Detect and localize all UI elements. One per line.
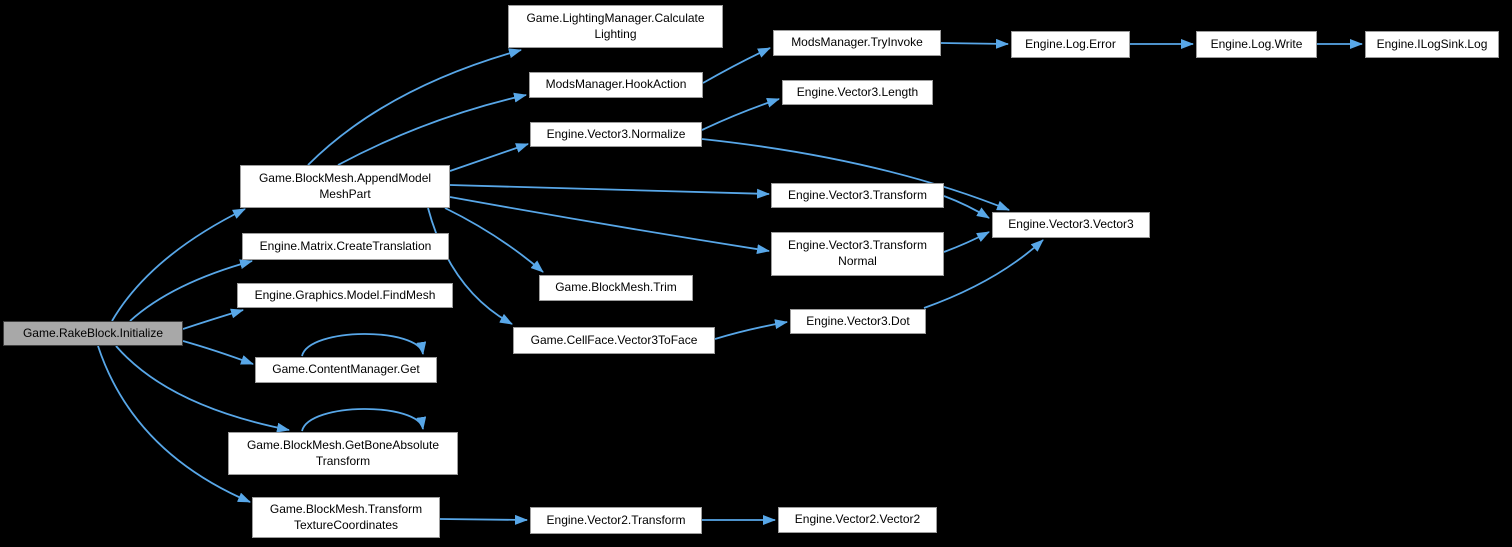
node-label-line: Engine.Log.Write: [1210, 36, 1303, 51]
node-label-line: Game.BlockMesh.AppendModel: [258, 170, 432, 185]
graph-node-try-invoke[interactable]: ModsManager.TryInvoke: [773, 30, 941, 56]
edge-rake-block-initialize-to-transform-texture-coordinates: [97, 345, 251, 503]
node-label-line: Engine.Vector3.Length: [796, 84, 919, 99]
node-label-line: Engine.Vector3.Normalize: [546, 126, 686, 141]
edge-vector3-normalize-to-vector3-length: [701, 98, 780, 131]
node-label-line: Engine.Vector3.Transform: [788, 238, 927, 253]
graph-node-ilogsink-log[interactable]: Engine.ILogSink.Log: [1365, 31, 1499, 58]
graph-node-vector3-length[interactable]: Engine.Vector3.Length: [782, 80, 933, 105]
node-label-line: Engine.ILogSink.Log: [1376, 36, 1488, 51]
edge-hook-action-to-try-invoke: [702, 47, 771, 84]
edge-append-model-mesh-part-to-vector3-transform: [449, 184, 770, 199]
edge-transform-texture-coordinates-to-vector2-transform: [439, 514, 528, 525]
graph-node-vector3-to-face[interactable]: Game.CellFace.Vector3ToFace: [513, 327, 715, 354]
edge-vector3-transform-to-vector3-vector3: [943, 195, 990, 219]
node-label-line: Game.RakeBlock.Initialize: [22, 325, 164, 340]
node-label-line: Transform: [315, 453, 371, 468]
node-label-line: Normal: [838, 254, 877, 268]
edge-rake-block-initialize-to-matrix-create-translation: [129, 259, 253, 322]
graph-node-rake-block-initialize: Game.RakeBlock.Initialize: [3, 321, 183, 346]
node-label-line: Game.BlockMesh.Transform: [269, 501, 423, 516]
edge-rake-block-initialize-to-find-mesh: [182, 308, 244, 330]
edges-group: [97, 38, 1363, 525]
graph-node-matrix-create-translation[interactable]: Engine.Matrix.CreateTranslation: [242, 233, 449, 260]
node-label-line: Game.CellFace.Vector3ToFace: [530, 332, 698, 347]
edge-vector3-dot-to-vector3-vector3: [923, 239, 1044, 309]
graph-node-vector3-vector3[interactable]: Engine.Vector3.Vector3: [992, 212, 1150, 238]
node-label-line: Game.LightingManager.Calculate: [526, 10, 705, 25]
graph-node-vector2-vector2[interactable]: Engine.Vector2.Vector2: [778, 507, 937, 533]
graph-node-log-write[interactable]: Engine.Log.Write: [1196, 31, 1317, 58]
graph-node-content-manager-get[interactable]: Game.ContentManager.Get: [255, 357, 437, 383]
edge-append-model-mesh-part-to-blockmesh-trim: [444, 207, 544, 273]
node-label-line: Engine.Matrix.CreateTranslation: [259, 238, 432, 253]
node-label-line: Lighting: [594, 26, 637, 41]
edge-vector3-to-face-to-vector3-dot: [714, 319, 788, 340]
node-label-line: Game.BlockMesh.GetBoneAbsolute: [246, 437, 440, 452]
node-label-line: Engine.Log.Error: [1025, 36, 1116, 51]
graph-node-find-mesh[interactable]: Engine.Graphics.Model.FindMesh: [237, 283, 453, 308]
edge-get-bone-absolute-transform-to-get-bone-absolute-transform: [301, 408, 427, 432]
graph-node-vector2-transform[interactable]: Engine.Vector2.Transform: [530, 507, 702, 534]
edge-append-model-mesh-part-to-calculate-lighting: [307, 48, 522, 166]
graph-node-vector3-dot[interactable]: Engine.Vector3.Dot: [790, 309, 926, 334]
node-label-line: Engine.Graphics.Model.FindMesh: [254, 287, 436, 302]
edge-vector3-normalize-to-vector3-vector3: [701, 138, 1010, 211]
node-label-line: TextureCoordinates: [293, 517, 399, 532]
node-label-line: Engine.Vector3.Dot: [806, 313, 910, 328]
edge-rake-block-initialize-to-content-manager-get: [182, 340, 254, 365]
node-label-line: ModsManager.HookAction: [545, 77, 687, 92]
graph-node-vector3-normalize[interactable]: Engine.Vector3.Normalize: [530, 122, 702, 147]
edge-vector3-transform-normal-to-vector3-vector3: [943, 231, 990, 253]
node-label-line: MeshPart: [319, 186, 371, 201]
node-label-line: Engine.Vector2.Vector2: [794, 512, 921, 527]
node-label-line: Game.BlockMesh.Trim: [555, 280, 677, 295]
node-label-line: Game.ContentManager.Get: [272, 362, 420, 377]
edge-append-model-mesh-part-to-hook-action: [337, 92, 527, 166]
edge-rake-block-initialize-to-append-model-mesh-part: [111, 208, 246, 322]
node-label-line: Engine.Vector3.Transform: [788, 187, 927, 202]
edge-append-model-mesh-part-to-vector3-normalize: [449, 143, 529, 172]
edge-append-model-mesh-part-to-vector3-to-face: [427, 207, 513, 325]
graph-node-blockmesh-trim[interactable]: Game.BlockMesh.Trim: [539, 275, 693, 301]
edge-try-invoke-to-log-error: [940, 38, 1009, 49]
node-label-line: Engine.Vector3.Vector3: [1008, 217, 1134, 232]
node-label-line: Engine.Vector2.Transform: [546, 512, 686, 527]
graph-node-vector3-transform[interactable]: Engine.Vector3.Transform: [771, 183, 944, 208]
edge-content-manager-get-to-content-manager-get: [301, 333, 427, 357]
graph-node-log-error[interactable]: Engine.Log.Error: [1011, 31, 1130, 58]
graph-node-hook-action[interactable]: ModsManager.HookAction: [529, 72, 703, 98]
edge-rake-block-initialize-to-get-bone-absolute-transform: [115, 345, 290, 433]
node-label-line: ModsManager.TryInvoke: [791, 35, 923, 50]
edge-append-model-mesh-part-to-vector3-transform-normal: [449, 196, 770, 255]
